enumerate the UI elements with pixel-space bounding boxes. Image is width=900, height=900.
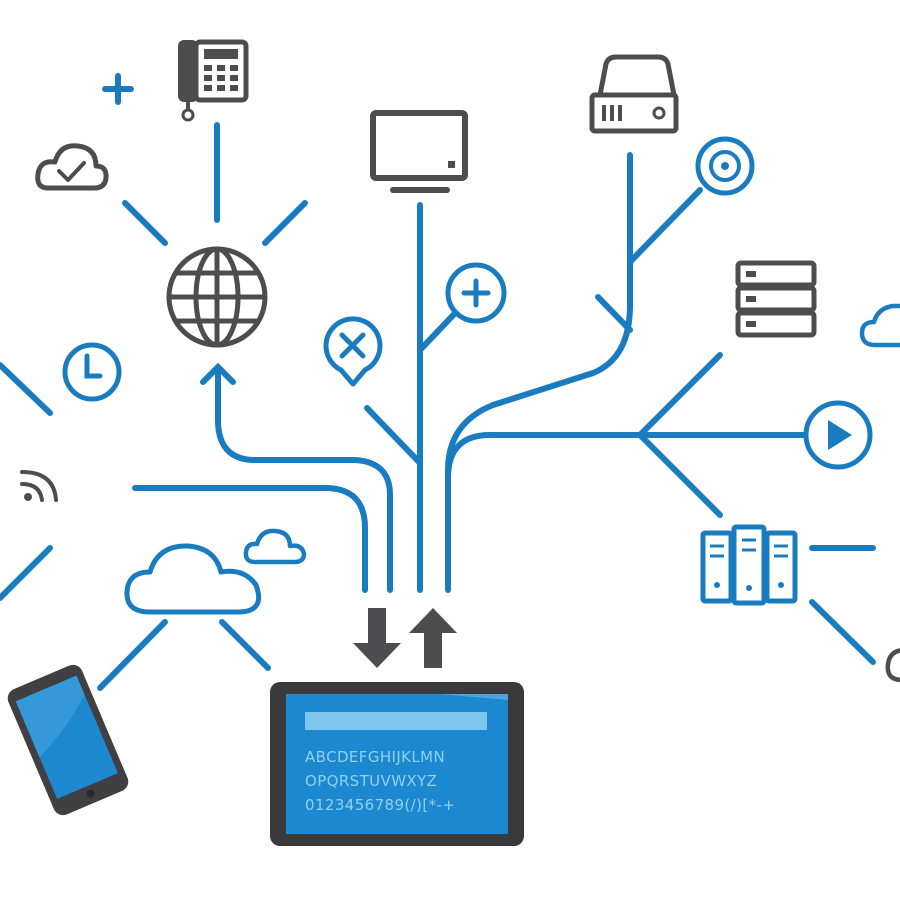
tablet-icon: ABCDEFGHIJKLMN OPQRSTUVWXYZ 0123456789(/… (270, 682, 524, 846)
server-rack-icon (700, 524, 798, 606)
connector-lines (0, 122, 876, 691)
globe-icon (166, 246, 268, 348)
remove-location-icon (323, 316, 383, 387)
cloud-icon (859, 303, 900, 348)
clock-icon (62, 342, 122, 402)
tablet-text-line-3: 0123456789(/)[*-+ (305, 796, 455, 814)
tablet-text-line-2: OPQRSTUVWXYZ (305, 772, 437, 790)
add-circle-icon (445, 262, 507, 324)
target-icon (695, 136, 755, 196)
desk-phone-icon (178, 39, 249, 122)
smartphone-icon (7, 664, 129, 816)
cloud-icon (124, 543, 262, 615)
download-arrow-icon (353, 608, 401, 668)
upload-arrow-icon (409, 608, 457, 668)
tablet-text-line-1: ABCDEFGHIJKLMN (305, 748, 445, 766)
cloud-icon (885, 648, 900, 683)
plus-icon (102, 73, 134, 105)
cloud-icon (243, 528, 307, 565)
cloud-check-icon (35, 143, 109, 191)
wifi-signal-icon (20, 470, 58, 502)
monitor-icon (370, 110, 468, 193)
play-icon (803, 400, 873, 470)
server-stack-icon (735, 260, 817, 338)
hard-drive-icon (589, 54, 679, 134)
